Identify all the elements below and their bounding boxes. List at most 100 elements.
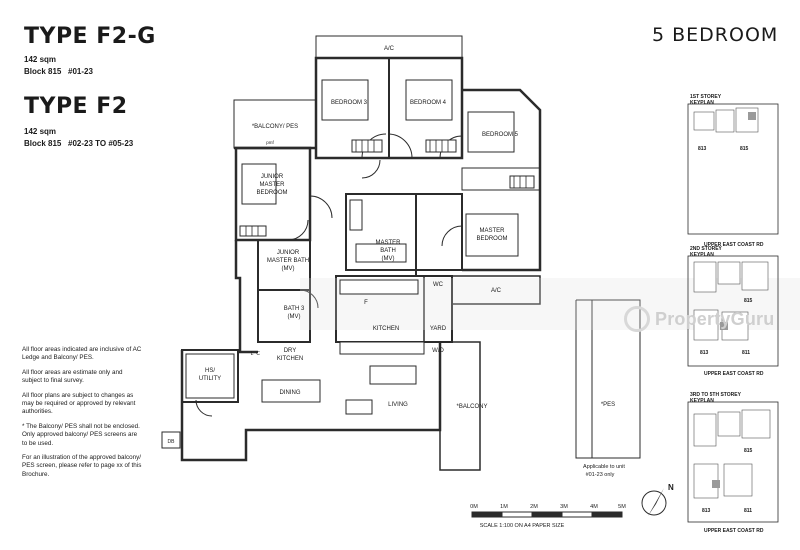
keyplan-3-title-2: KEYPLAN bbox=[690, 398, 714, 404]
note-2: All floor areas are estimate only and su… bbox=[22, 368, 123, 385]
label-dry-2: KITCHEN bbox=[277, 356, 303, 362]
label-bedroom4: BEDROOM 4 bbox=[410, 100, 447, 106]
keyplan-1-title-2: KEYPLAN bbox=[690, 100, 714, 106]
door-arc-5 bbox=[287, 219, 309, 241]
keyplan-1-unit-highlight bbox=[748, 112, 756, 120]
scale-segment bbox=[531, 511, 563, 518]
keyplan-3-block-811: 811 bbox=[744, 508, 752, 514]
type-f2-units: #02-23 TO #05-23 bbox=[68, 139, 134, 148]
label-living: LIVING bbox=[388, 402, 408, 408]
type-f2g-area: 142 sqm bbox=[24, 55, 57, 64]
label-master-bath-1: MASTER bbox=[375, 240, 401, 246]
label-bedroom5: BEDROOM 5 bbox=[482, 132, 519, 138]
bath3-wall bbox=[257, 289, 311, 343]
keyplan-2-block-813: 813 bbox=[700, 350, 709, 356]
bed-bedroom4 bbox=[405, 79, 453, 121]
keyplan-3-title-1: 3RD TO 5TH STOREY bbox=[690, 392, 742, 398]
left-wing-wall bbox=[234, 240, 258, 354]
wardrobe-master bbox=[349, 199, 363, 231]
keyplan-3-block bbox=[741, 409, 771, 439]
keyplan-3-block bbox=[723, 463, 753, 497]
label-jm-bath-2: MASTER BATH bbox=[267, 258, 309, 264]
scale-tick-0: 0M bbox=[470, 504, 478, 510]
scale-tick-5: 5M bbox=[618, 504, 626, 510]
label-kitchen: KITCHEN bbox=[373, 326, 399, 332]
scale-caption: SCALE 1:100 ON A4 PAPER SIZE bbox=[480, 523, 565, 529]
scale-tick-2: 2M bbox=[530, 504, 538, 510]
label-applicable-1: Applicable to unit bbox=[583, 464, 625, 470]
label-ac-mid: A/C bbox=[491, 288, 502, 294]
keyplan-3-box bbox=[687, 401, 779, 523]
bed-junior-master bbox=[241, 163, 277, 205]
bedroom5-wall bbox=[462, 88, 542, 272]
keyplan-3-block-815: 815 bbox=[744, 448, 753, 454]
keyplan-1-road: UPPER EAST COAST RD bbox=[704, 242, 764, 248]
type-f2-block: Block 815 bbox=[24, 139, 62, 148]
label-master-bath-3: (MV) bbox=[382, 256, 395, 262]
north-arrow bbox=[641, 488, 667, 516]
label-junior-master-2: MASTER bbox=[259, 182, 285, 188]
label-c: C bbox=[256, 351, 260, 357]
keyplan-2-title-1: 2ND STOREY bbox=[690, 246, 723, 252]
note-1: All floor areas indicated are inclusive … bbox=[22, 346, 142, 362]
keyplan-2-road: UPPER EAST COAST RD bbox=[704, 371, 764, 377]
scale-tick-3: 3M bbox=[560, 504, 568, 510]
keyplan-3-block-813: 813 bbox=[702, 508, 711, 514]
wardrobe-junior-master bbox=[239, 225, 267, 237]
keyplan-1-block-813: 813 bbox=[698, 146, 707, 152]
label-yard: YARD bbox=[430, 326, 447, 332]
watermark-text: PropertyGuru bbox=[655, 308, 775, 329]
keyplan-3-block bbox=[717, 411, 741, 437]
bedroom5-ledge bbox=[461, 167, 541, 191]
label-dry-1: DRY bbox=[284, 348, 297, 354]
label-bath3-1: BATH 3 bbox=[284, 306, 305, 312]
keyplan-2-block-811: 811 bbox=[742, 350, 750, 356]
bed-bedroom5 bbox=[467, 111, 515, 153]
type-f2g-units: #01-23 bbox=[68, 67, 93, 76]
type-f2g-block: Block 815 bbox=[24, 67, 62, 76]
hs-utility-inner bbox=[185, 353, 235, 399]
yard-wall bbox=[423, 275, 453, 343]
bath-vanity bbox=[355, 243, 407, 263]
dry-kitchen-counter bbox=[339, 341, 425, 355]
label-fridge: F bbox=[364, 300, 368, 306]
sofa bbox=[369, 365, 417, 385]
keyplan-1-title-1: 1ST STOREY bbox=[690, 94, 722, 100]
pes-wall bbox=[575, 299, 641, 459]
label-db: DB bbox=[168, 439, 176, 445]
master-bath-wall bbox=[345, 193, 463, 271]
door-arc-8 bbox=[195, 399, 213, 417]
label-bath3-2: (MV) bbox=[288, 314, 301, 320]
label-bedroom3: BEDROOM 3 bbox=[331, 100, 368, 106]
keyplan-3-road: UPPER EAST COAST RD bbox=[704, 528, 764, 534]
label-hs-1: HS/ bbox=[205, 368, 215, 374]
type-f2-title: TYPE F2 bbox=[24, 94, 128, 119]
scale-segment bbox=[591, 511, 623, 518]
living-outer-wall bbox=[180, 342, 442, 462]
door-arc-6 bbox=[299, 289, 319, 309]
door-arc-9 bbox=[441, 225, 463, 247]
door-arc-7 bbox=[361, 159, 381, 179]
keyplan-3-unit-highlight bbox=[712, 480, 720, 488]
note-5: For an illustration of the approved balc… bbox=[22, 454, 142, 478]
label-master-bath-2: BATH bbox=[380, 248, 396, 254]
note-3: All floor plans are subject to changes a… bbox=[22, 391, 136, 416]
label-junior-master-3: BEDROOM bbox=[256, 190, 287, 196]
label-l: L bbox=[251, 351, 254, 357]
label-junior-master-1: JUNIOR bbox=[261, 174, 284, 180]
keyplan-2-unit-highlight bbox=[720, 322, 728, 330]
label-wc: WC bbox=[433, 282, 444, 288]
ac-ledge-mid bbox=[451, 275, 541, 305]
label-master-bedroom-2: BEDROOM bbox=[476, 236, 507, 242]
watermark-logo-icon bbox=[624, 306, 650, 332]
scale-tick-1: 1M bbox=[500, 504, 508, 510]
keyplan-2-block bbox=[717, 261, 741, 285]
label-wd: W/D bbox=[432, 348, 444, 354]
label-jm-bath-1: JUNIOR bbox=[277, 250, 300, 256]
keyplan-2-block bbox=[693, 261, 717, 293]
label-pmf: pmf bbox=[266, 140, 274, 145]
label-balcony-pes: *BALCONY/ PES bbox=[252, 124, 298, 130]
watermark: PropertyGuru bbox=[624, 306, 774, 332]
label-master-bedroom-1: MASTER bbox=[479, 228, 505, 234]
